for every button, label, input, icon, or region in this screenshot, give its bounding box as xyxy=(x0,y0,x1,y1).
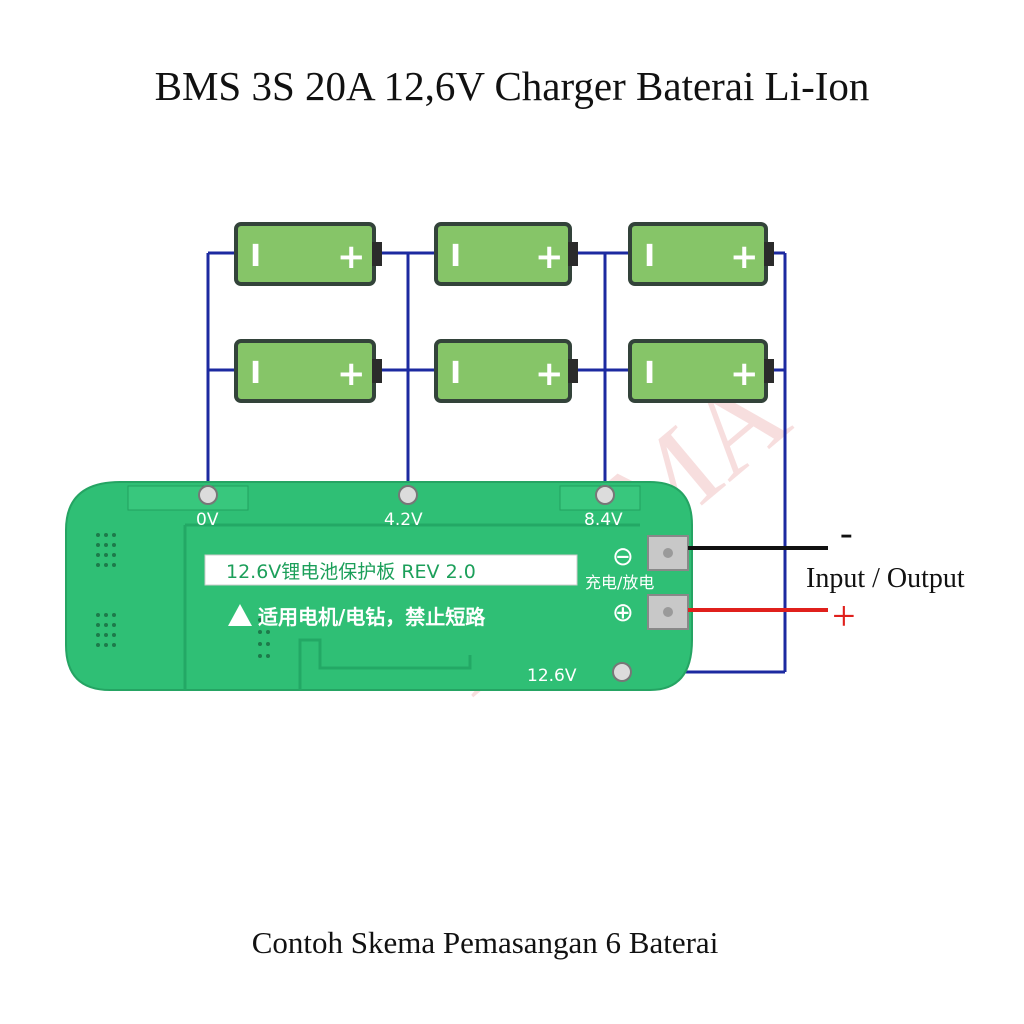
battery-plus-icon: + xyxy=(730,354,759,394)
io-label: Input / Output xyxy=(806,563,965,594)
battery-minus-icon: I xyxy=(644,239,655,274)
battery-plus-icon: + xyxy=(535,354,564,394)
pad-label-0v: 0V xyxy=(196,510,219,530)
battery-minus-icon: I xyxy=(644,356,655,391)
battery-top-2: I + xyxy=(434,222,578,286)
bms-board: 0V 4.2V 8.4V 12.6V 12.6V锂电池保护板 REV 2.0 适… xyxy=(65,481,693,691)
pad-0v xyxy=(198,485,218,505)
charge-discharge-label: 充电/放电 xyxy=(585,573,654,592)
page-title: BMS 3S 20A 12,6V Charger Baterai Li-Ion xyxy=(154,63,870,109)
battery-top-3: I + xyxy=(628,222,774,286)
plus-terminal-icon: ⊕ xyxy=(612,598,634,628)
pad-label-4v2: 4.2V xyxy=(384,510,423,530)
battery-bottom-2: I + xyxy=(434,339,578,403)
battery-plus-icon: + xyxy=(535,237,564,277)
battery-plus-icon: + xyxy=(337,354,366,394)
battery-minus-icon: I xyxy=(250,239,261,274)
battery-minus-icon: I xyxy=(450,239,461,274)
pad-12v6 xyxy=(612,662,632,682)
minus-terminal-icon: ⊖ xyxy=(612,542,634,572)
io-plus-sign: + xyxy=(832,594,856,640)
board-warning-text: 适用电机/电钻，禁止短路 xyxy=(258,605,486,629)
battery-minus-icon: I xyxy=(450,356,461,391)
battery-bottom-3: I + xyxy=(628,339,774,403)
pad-8v4 xyxy=(595,485,615,505)
battery-bottom-1: I + xyxy=(234,339,382,403)
warning-icon xyxy=(228,604,252,626)
battery-top-1: I + xyxy=(234,222,382,286)
battery-plus-icon: + xyxy=(730,237,759,277)
via-dots-left xyxy=(96,533,270,658)
battery-minus-icon: I xyxy=(250,356,261,391)
battery-plus-icon: + xyxy=(337,237,366,277)
pad-label-12v6: 12.6V xyxy=(527,666,577,686)
pad-label-8v4: 8.4V xyxy=(584,510,623,530)
pad-4v2 xyxy=(398,485,418,505)
board-label-box xyxy=(204,554,578,586)
io-minus-sign: - xyxy=(840,512,853,554)
board-label-text: 12.6V锂电池保护板 REV 2.0 xyxy=(226,561,476,583)
diagram-caption: Contoh Skema Pemasangan 6 Baterai xyxy=(251,925,719,960)
